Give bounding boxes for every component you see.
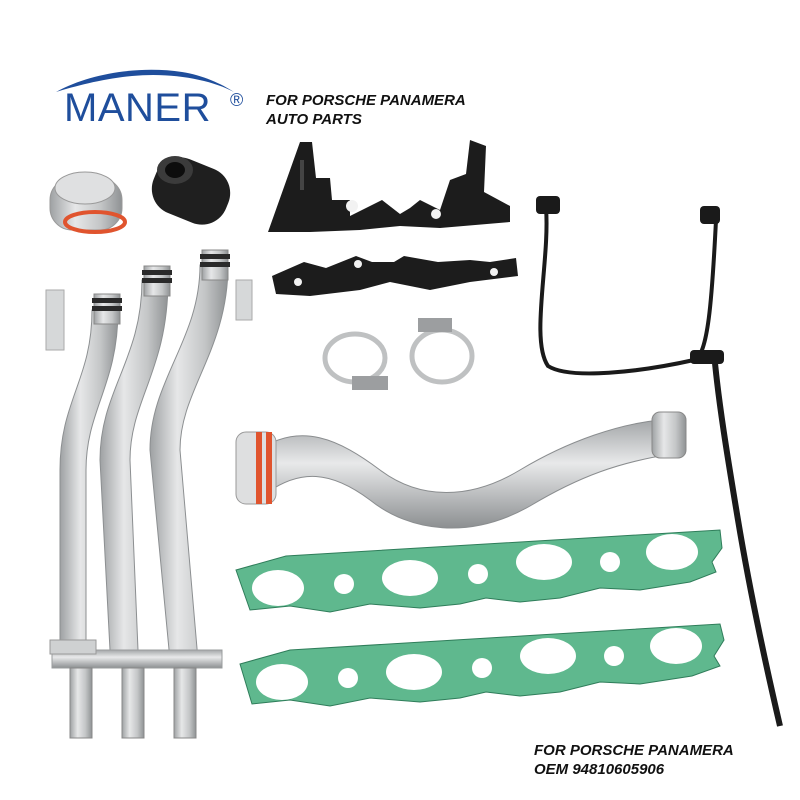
registered-mark: ® bbox=[230, 90, 244, 110]
aluminum-plug bbox=[49, 171, 127, 234]
caption-bottom-oem: OEM 94810605906 bbox=[534, 761, 665, 778]
coolant-pipe-assembly bbox=[45, 249, 253, 739]
intake-pipe bbox=[235, 411, 687, 529]
breather-hose-line bbox=[536, 196, 783, 727]
car-swoosh-icon bbox=[56, 69, 234, 92]
caption-top-line2: AUTO PARTS bbox=[266, 111, 362, 128]
mounting-bracket-lower bbox=[272, 256, 518, 296]
mounting-bracket-upper bbox=[268, 140, 510, 232]
caption-bottom: FOR PORSCHE PANAMERA OEM 94810605906 bbox=[534, 741, 734, 779]
caption-bottom-line1: FOR PORSCHE PANAMERA bbox=[534, 742, 734, 759]
hose-clamp-right bbox=[409, 318, 475, 385]
brand-logo: MANER ® bbox=[52, 62, 252, 142]
intake-gasket-upper bbox=[235, 529, 723, 613]
caption-top-line1: FOR PORSCHE PANAMERA bbox=[266, 92, 466, 109]
caption-top: FOR PORSCHE PANAMERA AUTO PARTS bbox=[266, 91, 466, 129]
brand-name: MANER bbox=[64, 86, 211, 130]
rubber-hose bbox=[151, 156, 231, 225]
intake-gasket-lower bbox=[239, 623, 725, 707]
hose-clamp-left bbox=[322, 331, 388, 390]
